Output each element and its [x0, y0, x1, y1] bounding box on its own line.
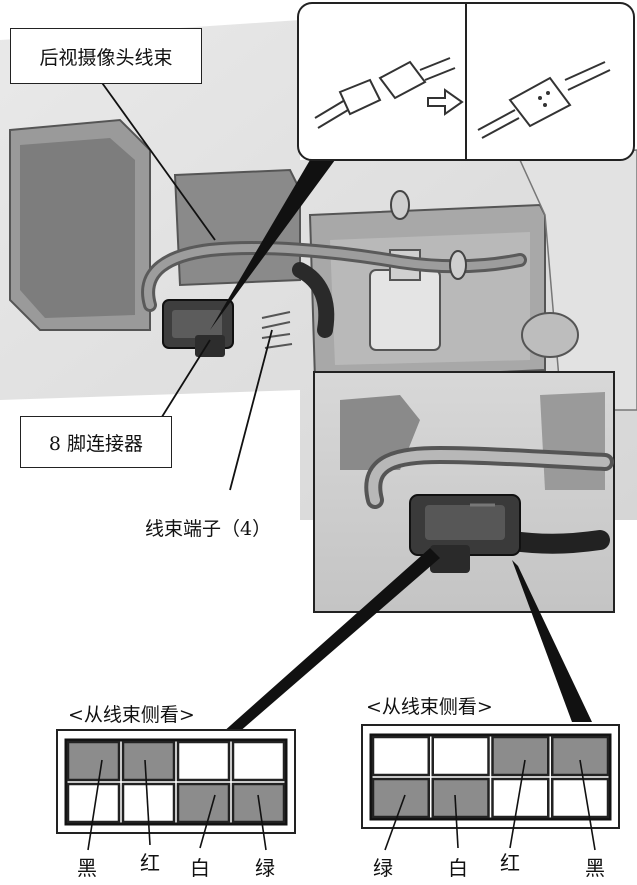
- label-connector-text: 8 脚连接器: [48, 432, 144, 455]
- pin-cell-left-r1c4: [231, 740, 286, 782]
- connector-8pin-photo: [162, 299, 234, 357]
- pin-cell-left-r1c3: [176, 740, 231, 782]
- pin-cell-right-r1c2: [431, 735, 490, 777]
- label-harness-text: 后视摄像头线束: [39, 46, 173, 69]
- wire-label-right-4: 黑: [585, 856, 605, 880]
- pin-cell-right-r2c1: [371, 777, 430, 819]
- pinout-caption-right: <从线束侧看>: [366, 696, 493, 718]
- pin-cell-right-r2c4: [551, 777, 610, 819]
- pin-cell-right-r1c4: [551, 735, 610, 777]
- pin-cell-left-r2c4: [231, 782, 286, 824]
- pin-cell-right-r2c2: [431, 777, 490, 819]
- wire-label-left-2: 红: [140, 851, 160, 875]
- label-terminals: 线束端子（4）: [145, 518, 272, 540]
- pinout-caption-left: <从线束侧看>: [68, 704, 195, 726]
- pinout-table-left: [56, 729, 296, 834]
- label-connector: 8 脚连接器: [20, 416, 172, 468]
- connection-inset: [210, 2, 635, 330]
- pin-cell-left-r1c1: [66, 740, 121, 782]
- pin-cell-right-r1c3: [491, 735, 550, 777]
- wire-label-right-2: 白: [448, 856, 468, 880]
- connector-closeup-inset: [313, 371, 615, 613]
- label-harness: 后视摄像头线束: [10, 28, 202, 84]
- pinout-table-right: [361, 724, 620, 829]
- wire-label-left-4: 绿: [255, 856, 275, 880]
- wire-label-right-3: 红: [500, 851, 520, 875]
- wire-label-right-1: 绿: [373, 856, 393, 880]
- wire-pointer-lines: [87, 759, 596, 851]
- pin-cell-right-r1c1: [371, 735, 430, 777]
- pin-cell-left-r1c2: [121, 740, 176, 782]
- wire-label-left-1: 黑: [77, 856, 97, 880]
- pin-cell-left-r2c3: [176, 782, 231, 824]
- wire-label-left-3: 白: [190, 856, 210, 880]
